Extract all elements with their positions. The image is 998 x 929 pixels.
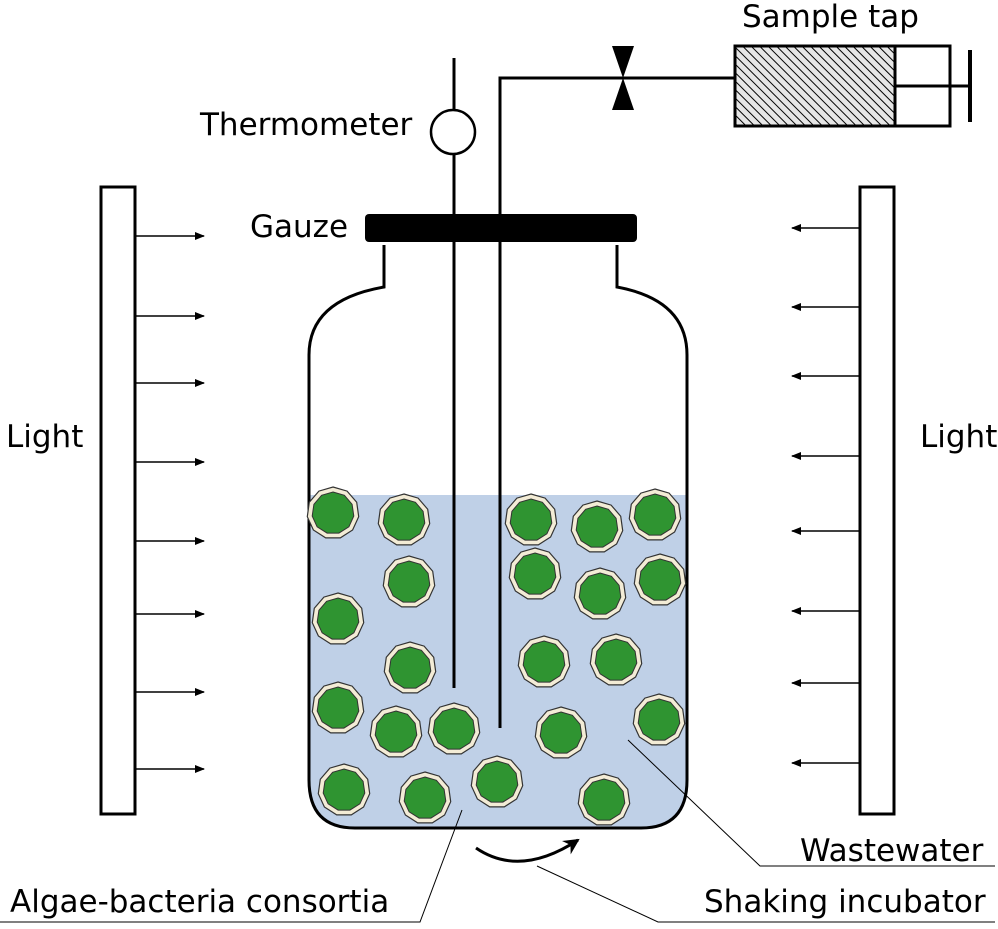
wastewater-label: Wastewater <box>800 833 984 869</box>
consortia-bead <box>398 771 452 824</box>
consortia-leader <box>0 809 463 923</box>
consortia-bead <box>517 635 571 688</box>
jar-outline <box>307 245 689 830</box>
thermometer-icon <box>429 108 477 156</box>
left-light-panel <box>99 185 137 816</box>
valve-icon <box>612 46 634 78</box>
consortia-bead <box>628 488 682 541</box>
consortia-bead <box>383 641 437 694</box>
consortia-bead <box>504 493 558 546</box>
consortia-bead <box>534 706 588 759</box>
consortia-bead <box>311 592 365 645</box>
shaking-incubator-leader <box>536 865 995 923</box>
consortia-bead <box>633 553 687 606</box>
consortia-bead <box>573 567 627 620</box>
thermometer-label: Thermometer <box>200 107 413 143</box>
valve-icon-lower <box>612 78 634 110</box>
shaking-incubator-label: Shaking incubator <box>704 884 986 920</box>
algae-bacteria-consortia-label: Algae-bacteria consortia <box>10 884 390 920</box>
algae-bacteria-beads <box>306 486 687 826</box>
syringe-barrel[interactable] <box>733 44 897 128</box>
consortia-bead <box>377 493 431 546</box>
right-light-panel <box>858 185 896 816</box>
sample-tap-label: Sample tap <box>742 0 919 35</box>
consortia-bead <box>577 773 631 826</box>
sampling-tube <box>498 76 735 728</box>
wastewater-leader <box>627 739 995 867</box>
consortia-bead <box>369 705 423 758</box>
consortia-bead <box>508 547 562 600</box>
shaking-arrow-icon <box>475 838 580 863</box>
consortia-bead <box>427 702 481 755</box>
right-light-rays <box>791 224 860 767</box>
light-label-right: Light <box>920 419 998 455</box>
consortia-bead <box>589 633 643 686</box>
consortia-bead <box>382 555 436 608</box>
left-light-rays <box>135 232 205 773</box>
consortia-bead <box>311 681 365 734</box>
consortia-bead <box>632 693 686 746</box>
consortia-bead <box>570 500 624 553</box>
light-label-left: Light <box>6 419 84 455</box>
consortia-bead <box>306 486 360 539</box>
consortia-bead <box>470 755 524 808</box>
gauze-label: Gauze <box>250 209 349 245</box>
consortia-bead <box>317 763 371 816</box>
